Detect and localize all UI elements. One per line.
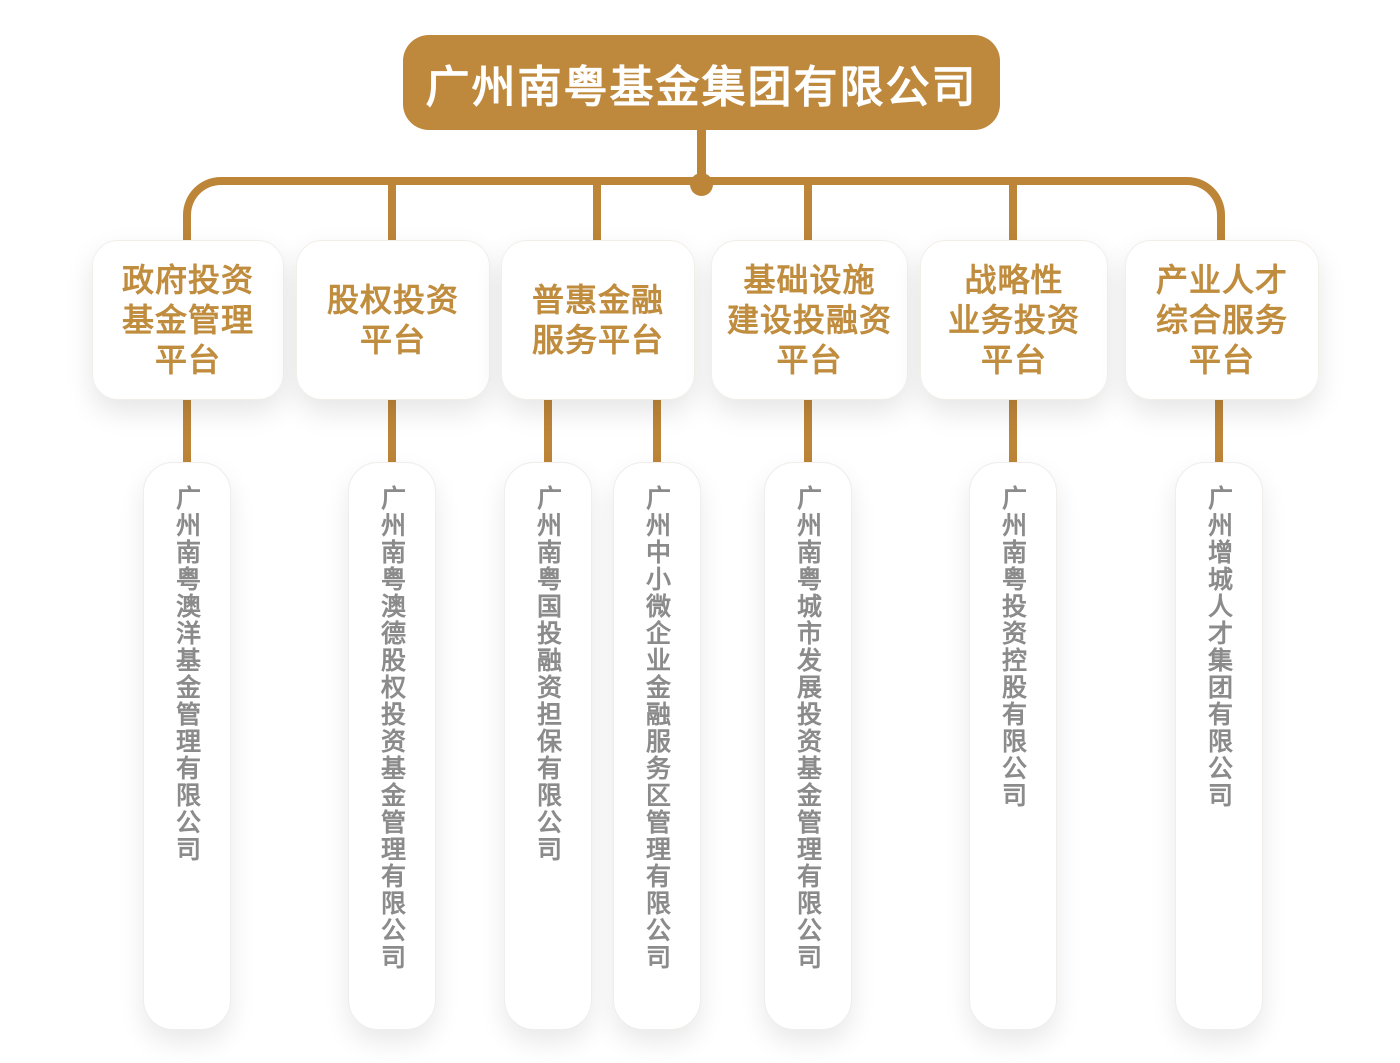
connector-drop-company-3	[544, 396, 552, 464]
company-label: 广州南粤城市发展投资基金管理有限公司	[793, 485, 823, 971]
platform-box-strategic-business: 战略性 业务投资 平台	[920, 240, 1108, 400]
connector-drop-platform-2	[388, 181, 396, 240]
company-box-aoyang-fund: 广州南粤澳洋基金管理有限公司	[143, 462, 231, 1030]
root-box-label: 广州南粤基金集团有限公司	[425, 61, 978, 113]
platform-box-equity-investment: 股权投资 平台	[296, 240, 490, 400]
company-box-zengcheng-talent-group: 广州增城人才集团有限公司	[1175, 462, 1263, 1030]
platform-label: 战略性 业务投资 平台	[947, 260, 1080, 380]
company-label: 广州南粤投资控股有限公司	[998, 485, 1028, 809]
company-box-urban-development-fund: 广州南粤城市发展投资基金管理有限公司	[764, 462, 852, 1030]
platform-label: 政府投资 基金管理 平台	[121, 260, 254, 380]
company-label: 广州南粤澳洋基金管理有限公司	[172, 485, 202, 863]
company-label: 广州南粤国投融资担保有限公司	[533, 485, 563, 863]
platform-box-inclusive-finance: 普惠金融 服务平台	[501, 240, 695, 400]
platform-label: 基础设施 建设投融资 平台	[726, 260, 892, 380]
connector-root-stem	[697, 126, 706, 183]
platform-label: 股权投资 平台	[326, 280, 459, 359]
company-box-investment-holding: 广州南粤投资控股有限公司	[969, 462, 1057, 1030]
connector-drop-company-7	[1215, 396, 1223, 464]
company-box-aode-equity-fund: 广州南粤澳德股权投资基金管理有限公司	[348, 462, 436, 1030]
platform-label: 普惠金融 服务平台	[531, 280, 664, 359]
company-label: 广州南粤澳德股权投资基金管理有限公司	[377, 485, 407, 971]
root-box: 广州南粤基金集团有限公司	[403, 35, 1000, 130]
connector-drop-company-6	[1009, 396, 1017, 464]
connector-drop-company-1	[183, 396, 191, 464]
connector-drop-company-2	[388, 396, 396, 464]
company-box-sme-financial-zone: 广州中小微企业金融服务区管理有限公司	[613, 462, 701, 1030]
connector-drop-platform-3	[593, 181, 601, 240]
company-label: 广州中小微企业金融服务区管理有限公司	[642, 485, 672, 971]
platform-box-government-investment-fund: 政府投资 基金管理 平台	[92, 240, 284, 400]
connector-drop-company-5	[804, 396, 812, 464]
company-label: 广州增城人才集团有限公司	[1204, 485, 1234, 809]
connector-drop-platform-4	[804, 181, 812, 240]
company-box-guotou-guarantee: 广州南粤国投融资担保有限公司	[504, 462, 592, 1030]
platform-label: 产业人才 综合服务 平台	[1155, 260, 1288, 380]
connector-junction-dot	[690, 173, 713, 196]
connector-drop-company-4	[653, 396, 661, 464]
platform-box-infrastructure-investment: 基础设施 建设投融资 平台	[711, 240, 908, 400]
connector-drop-platform-5	[1009, 181, 1017, 240]
platform-box-industrial-talent: 产业人才 综合服务 平台	[1125, 240, 1319, 400]
